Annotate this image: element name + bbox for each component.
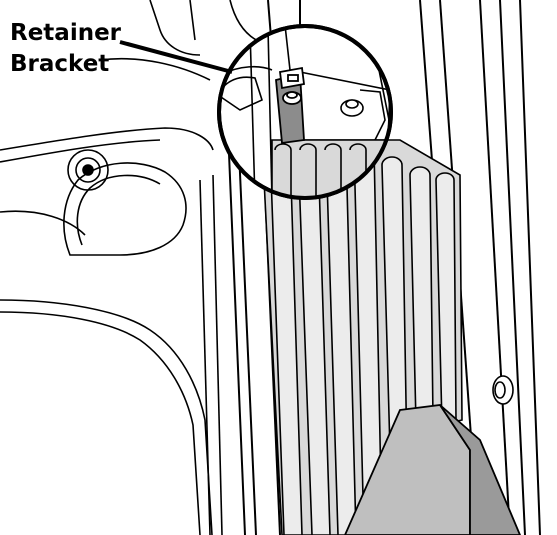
- retainer-bracket: [275, 66, 305, 145]
- lower-block: [344, 404, 521, 535]
- left-housing: [0, 0, 261, 535]
- hex-nut: [340, 99, 364, 117]
- callout-label-line2: Bracket: [10, 51, 110, 77]
- left-bolt: [67, 149, 109, 191]
- callout-label-line1: Retainer: [10, 20, 122, 46]
- right-knob: [492, 375, 514, 405]
- zoom-circle: [217, 24, 393, 200]
- callout-leader-line: [119, 40, 233, 74]
- callout-label: Retainer Bracket: [10, 18, 121, 80]
